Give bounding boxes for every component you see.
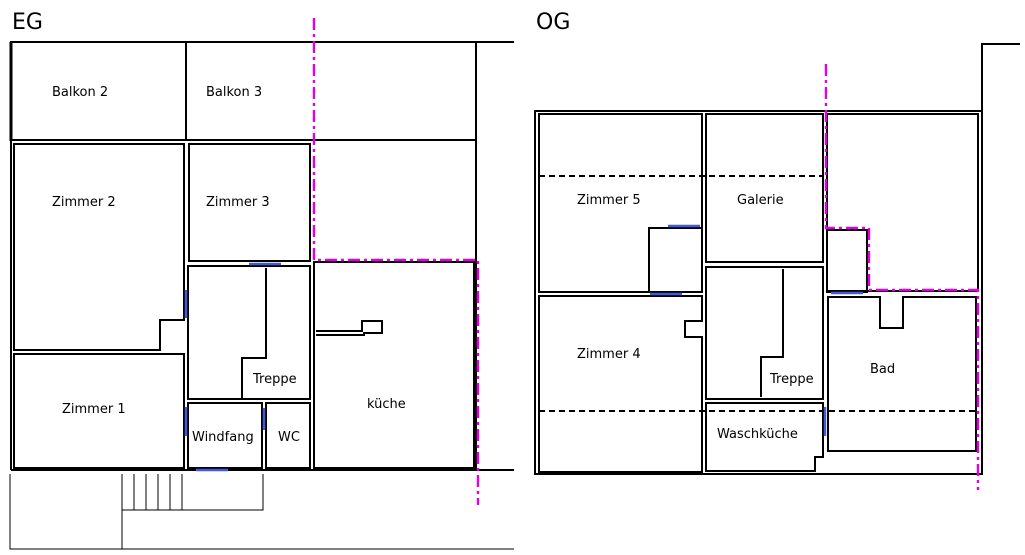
eg-kitchen-counter bbox=[316, 320, 383, 336]
og-room-shaft bbox=[826, 229, 868, 293]
eg-room-zimmer-1 bbox=[13, 353, 185, 469]
og-zimmer-5-niche bbox=[648, 227, 702, 292]
eg-label-zimmer-2: Zimmer 2 bbox=[52, 195, 116, 210]
eg-label-balkon-3: Balkon 3 bbox=[206, 85, 262, 100]
og-label-zimmer-4: Zimmer 4 bbox=[577, 347, 641, 362]
og-room-zimmer-4 bbox=[538, 295, 703, 473]
og-floor-plan: OG Zimmer 5 Galerie Zimmer bbox=[534, 10, 1020, 490]
og-label-galerie: Galerie bbox=[737, 193, 784, 208]
eg-room-zimmer-3 bbox=[188, 143, 311, 262]
eg-room-treppe bbox=[187, 265, 311, 400]
og-axis-line bbox=[824, 64, 980, 490]
eg-label-zimmer-3: Zimmer 3 bbox=[206, 195, 270, 210]
eg-entrance-steps bbox=[9, 474, 514, 550]
eg-room-zimmer-2 bbox=[13, 143, 185, 351]
og-label-bad: Bad bbox=[870, 362, 895, 377]
eg-label-treppe: Treppe bbox=[252, 372, 297, 387]
og-room-bad bbox=[827, 296, 977, 452]
og-room-galerie bbox=[705, 113, 824, 263]
og-title: OG bbox=[536, 10, 570, 35]
og-room-upper-right bbox=[826, 113, 979, 292]
og-label-treppe: Treppe bbox=[769, 372, 814, 387]
eg-room-wc bbox=[265, 402, 311, 469]
eg-stair-core bbox=[241, 268, 267, 398]
eg-label-windfang: Windfang bbox=[192, 430, 254, 445]
eg-room-windfang bbox=[187, 402, 263, 469]
eg-room-kueche bbox=[313, 261, 475, 469]
eg-label-zimmer-1: Zimmer 1 bbox=[62, 402, 126, 417]
og-room-zimmer-5 bbox=[538, 113, 703, 293]
eg-axis-line bbox=[312, 18, 480, 505]
og-room-waschkueche bbox=[705, 402, 824, 472]
og-label-waschkueche: Waschküche bbox=[717, 427, 798, 442]
og-neighbour-wall bbox=[981, 43, 1020, 111]
eg-floor-plan: EG bbox=[9, 10, 514, 550]
og-stair-core bbox=[760, 269, 784, 397]
og-outer-walls bbox=[534, 110, 983, 475]
eg-label-balkon-2: Balkon 2 bbox=[52, 85, 108, 100]
og-label-zimmer-5: Zimmer 5 bbox=[577, 193, 641, 208]
eg-title: EG bbox=[12, 10, 43, 35]
og-room-treppe bbox=[705, 266, 824, 400]
eg-label-wc: WC bbox=[278, 430, 300, 445]
eg-label-kueche: küche bbox=[367, 397, 406, 412]
